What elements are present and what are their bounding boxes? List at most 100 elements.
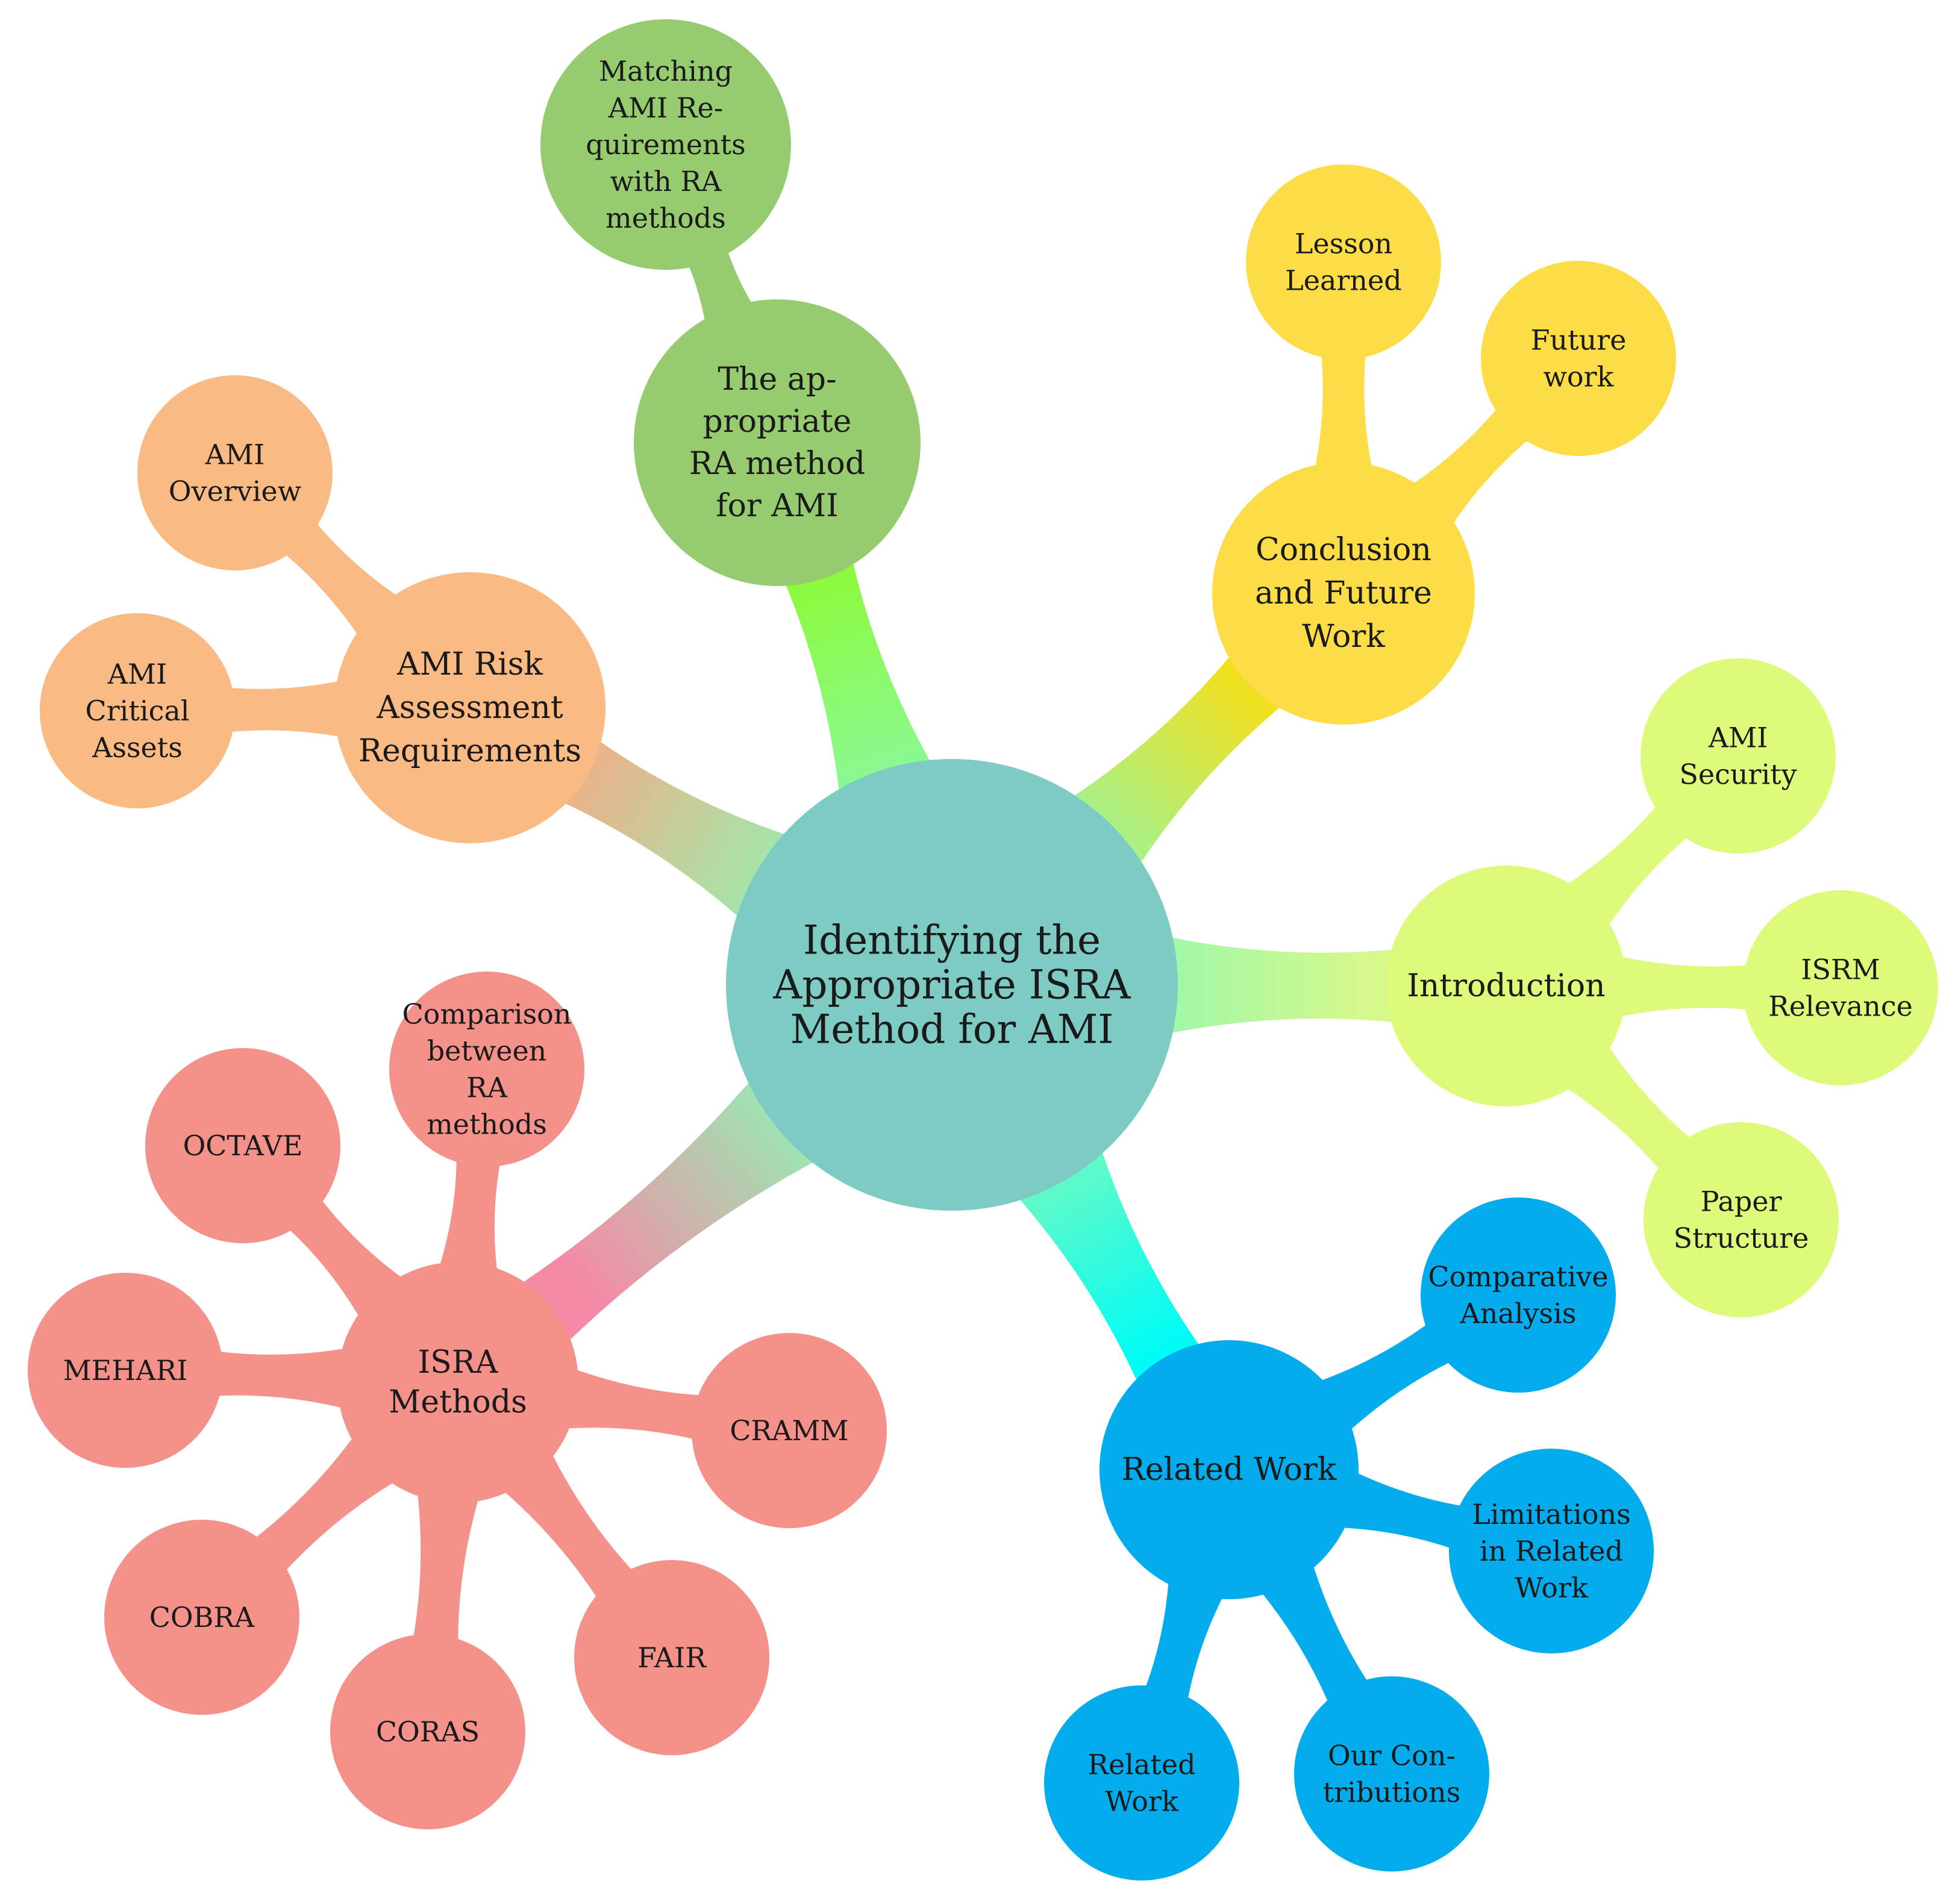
leaf-lesson-label: Learned: [1285, 264, 1401, 297]
leaf-limitations-label: Limitations: [1472, 1498, 1631, 1531]
leaf-comparative-label: Analysis: [1460, 1297, 1577, 1330]
branch-isra-methods-label: ISRA: [418, 1344, 499, 1381]
leaf-matching-label: quirements: [586, 128, 746, 161]
branch-introduction[interactable]: Introduction: [1386, 866, 1627, 1107]
branch-related-work[interactable]: Related Work: [1099, 1340, 1359, 1599]
leaf-comparison-label: methods: [427, 1108, 547, 1141]
leaf-limitations-label: in Related: [1480, 1535, 1623, 1567]
central-node-circle: [726, 759, 1178, 1211]
branch-ami-risk-circle: [334, 572, 605, 843]
branch-conclusion-label: Work: [1302, 619, 1385, 655]
leaf-cobra[interactable]: COBRA: [104, 1520, 299, 1715]
leaf-comparison-label: Comparison: [402, 998, 571, 1031]
branch-related-work-circle: [1099, 1340, 1359, 1599]
branch-isra-methods-label: Methods: [389, 1384, 527, 1420]
leaf-ami-security-label: AMI: [1708, 722, 1768, 754]
leaf-ami-security-circle: [1641, 658, 1836, 854]
leaf-isrm-relevance[interactable]: ISRM Relevance: [1743, 890, 1938, 1085]
leaf-comparative-label: Comparative: [1428, 1261, 1608, 1293]
leaf-contributions-label: tributions: [1323, 1776, 1460, 1809]
leaf-comparison-circle: [389, 972, 584, 1167]
branch-introduction-label: Introduction: [1407, 968, 1605, 1004]
leaf-octave[interactable]: OCTAVE: [145, 1048, 340, 1243]
leaf-matching-label: AMI Re-: [608, 92, 724, 124]
leaf-cobra-label: COBRA: [149, 1601, 255, 1634]
leaf-isrm-relevance-circle: [1743, 890, 1938, 1085]
leaf-contributions-circle: [1294, 1676, 1489, 1871]
leaf-lesson-label: Lesson: [1295, 228, 1392, 260]
leaf-ami-security-label: Security: [1679, 758, 1797, 791]
leaf-future-label: work: [1544, 361, 1615, 393]
leaf-matching-label: with RA: [610, 165, 722, 198]
leaf-coras-label: CORAS: [376, 1715, 480, 1748]
branch-ami-risk-label: Requirements: [358, 733, 581, 769]
leaf-contributions[interactable]: Our Con-tributions: [1294, 1676, 1489, 1871]
leaf-coras[interactable]: CORAS: [330, 1634, 525, 1829]
leaf-ami-overview-circle: [137, 375, 333, 570]
leaf-mehari-label: MEHARI: [63, 1354, 188, 1387]
leaf-ami-overview-label: AMI: [205, 439, 265, 471]
central-node-label: Method for AMI: [790, 1007, 1114, 1053]
leaf-fair-circle: [574, 1560, 769, 1755]
leaf-comparison-label: between: [427, 1035, 547, 1067]
leaf-coras-circle: [330, 1634, 525, 1829]
branch-isra-methods-circle: [337, 1262, 578, 1503]
leaf-matching-label: Matching: [599, 55, 733, 87]
leaf-contributions-label: Our Con-: [1328, 1740, 1456, 1772]
branch-appropriate-ra-label: propriate: [703, 404, 852, 440]
branch-conclusion-label: and Future: [1255, 575, 1432, 611]
leaf-fair[interactable]: FAIR: [574, 1560, 769, 1755]
leaf-comparison-label: RA: [466, 1072, 508, 1104]
link-isra-methods-coras: [405, 1444, 495, 1681]
leaf-fair-label: FAIR: [637, 1641, 707, 1674]
branch-ami-risk-label: Assessment: [376, 690, 563, 726]
leaf-future[interactable]: Future work: [1481, 261, 1676, 456]
leaf-related-sub-circle: [1044, 1685, 1239, 1881]
leaf-lesson-circle: [1246, 164, 1441, 360]
leaf-isrm-relevance-label: Relevance: [1768, 990, 1913, 1023]
leaf-ami-security[interactable]: AMI Security: [1641, 658, 1836, 854]
leaf-ami-critical-label: AMI: [107, 658, 167, 690]
leaf-ami-overview-label: Overview: [169, 475, 301, 508]
leaf-mehari[interactable]: MEHARI: [28, 1273, 223, 1468]
leaf-matching-circle: [540, 19, 791, 270]
branch-appropriate-ra-label: RA method: [689, 446, 865, 482]
leaf-ami-critical-label: Assets: [92, 731, 183, 764]
leaf-mehari-circle: [28, 1273, 223, 1468]
leaf-ami-overview[interactable]: AMI Overview: [137, 375, 333, 570]
branch-conclusion-circle: [1212, 462, 1475, 725]
leaf-octave-label: OCTAVE: [183, 1129, 303, 1162]
central-node-label: Appropriate ISRA: [773, 962, 1131, 1008]
branch-appropriate-ra-circle: [634, 299, 921, 586]
leaf-limitations-circle: [1449, 1449, 1654, 1653]
leaf-paper-structure-label: Structure: [1674, 1222, 1809, 1255]
leaf-paper-structure-label: Paper: [1701, 1185, 1782, 1218]
leaf-related-sub-label: Work: [1105, 1785, 1179, 1818]
branch-appropriate-ra-label: The ap-: [718, 361, 836, 398]
leaf-future-label: Future: [1531, 324, 1627, 357]
branch-appropriate-ra-label: for AMI: [716, 488, 838, 524]
leaf-isrm-relevance-label: ISRM: [1801, 954, 1880, 986]
branch-ami-risk-label: AMI Risk: [396, 646, 543, 682]
leaf-cramm-label: CRAMM: [730, 1414, 848, 1447]
leaf-comparative-circle: [1421, 1197, 1616, 1393]
leaf-cramm[interactable]: CRAMM: [692, 1333, 887, 1528]
leaf-cramm-circle: [692, 1333, 887, 1528]
branch-appropriate-ra[interactable]: The ap-propriate RA method for AMI: [634, 299, 921, 586]
leaf-limitations-label: Work: [1515, 1572, 1589, 1604]
central-node-label: Identifying the: [803, 917, 1101, 964]
leaf-octave-circle: [145, 1048, 340, 1243]
